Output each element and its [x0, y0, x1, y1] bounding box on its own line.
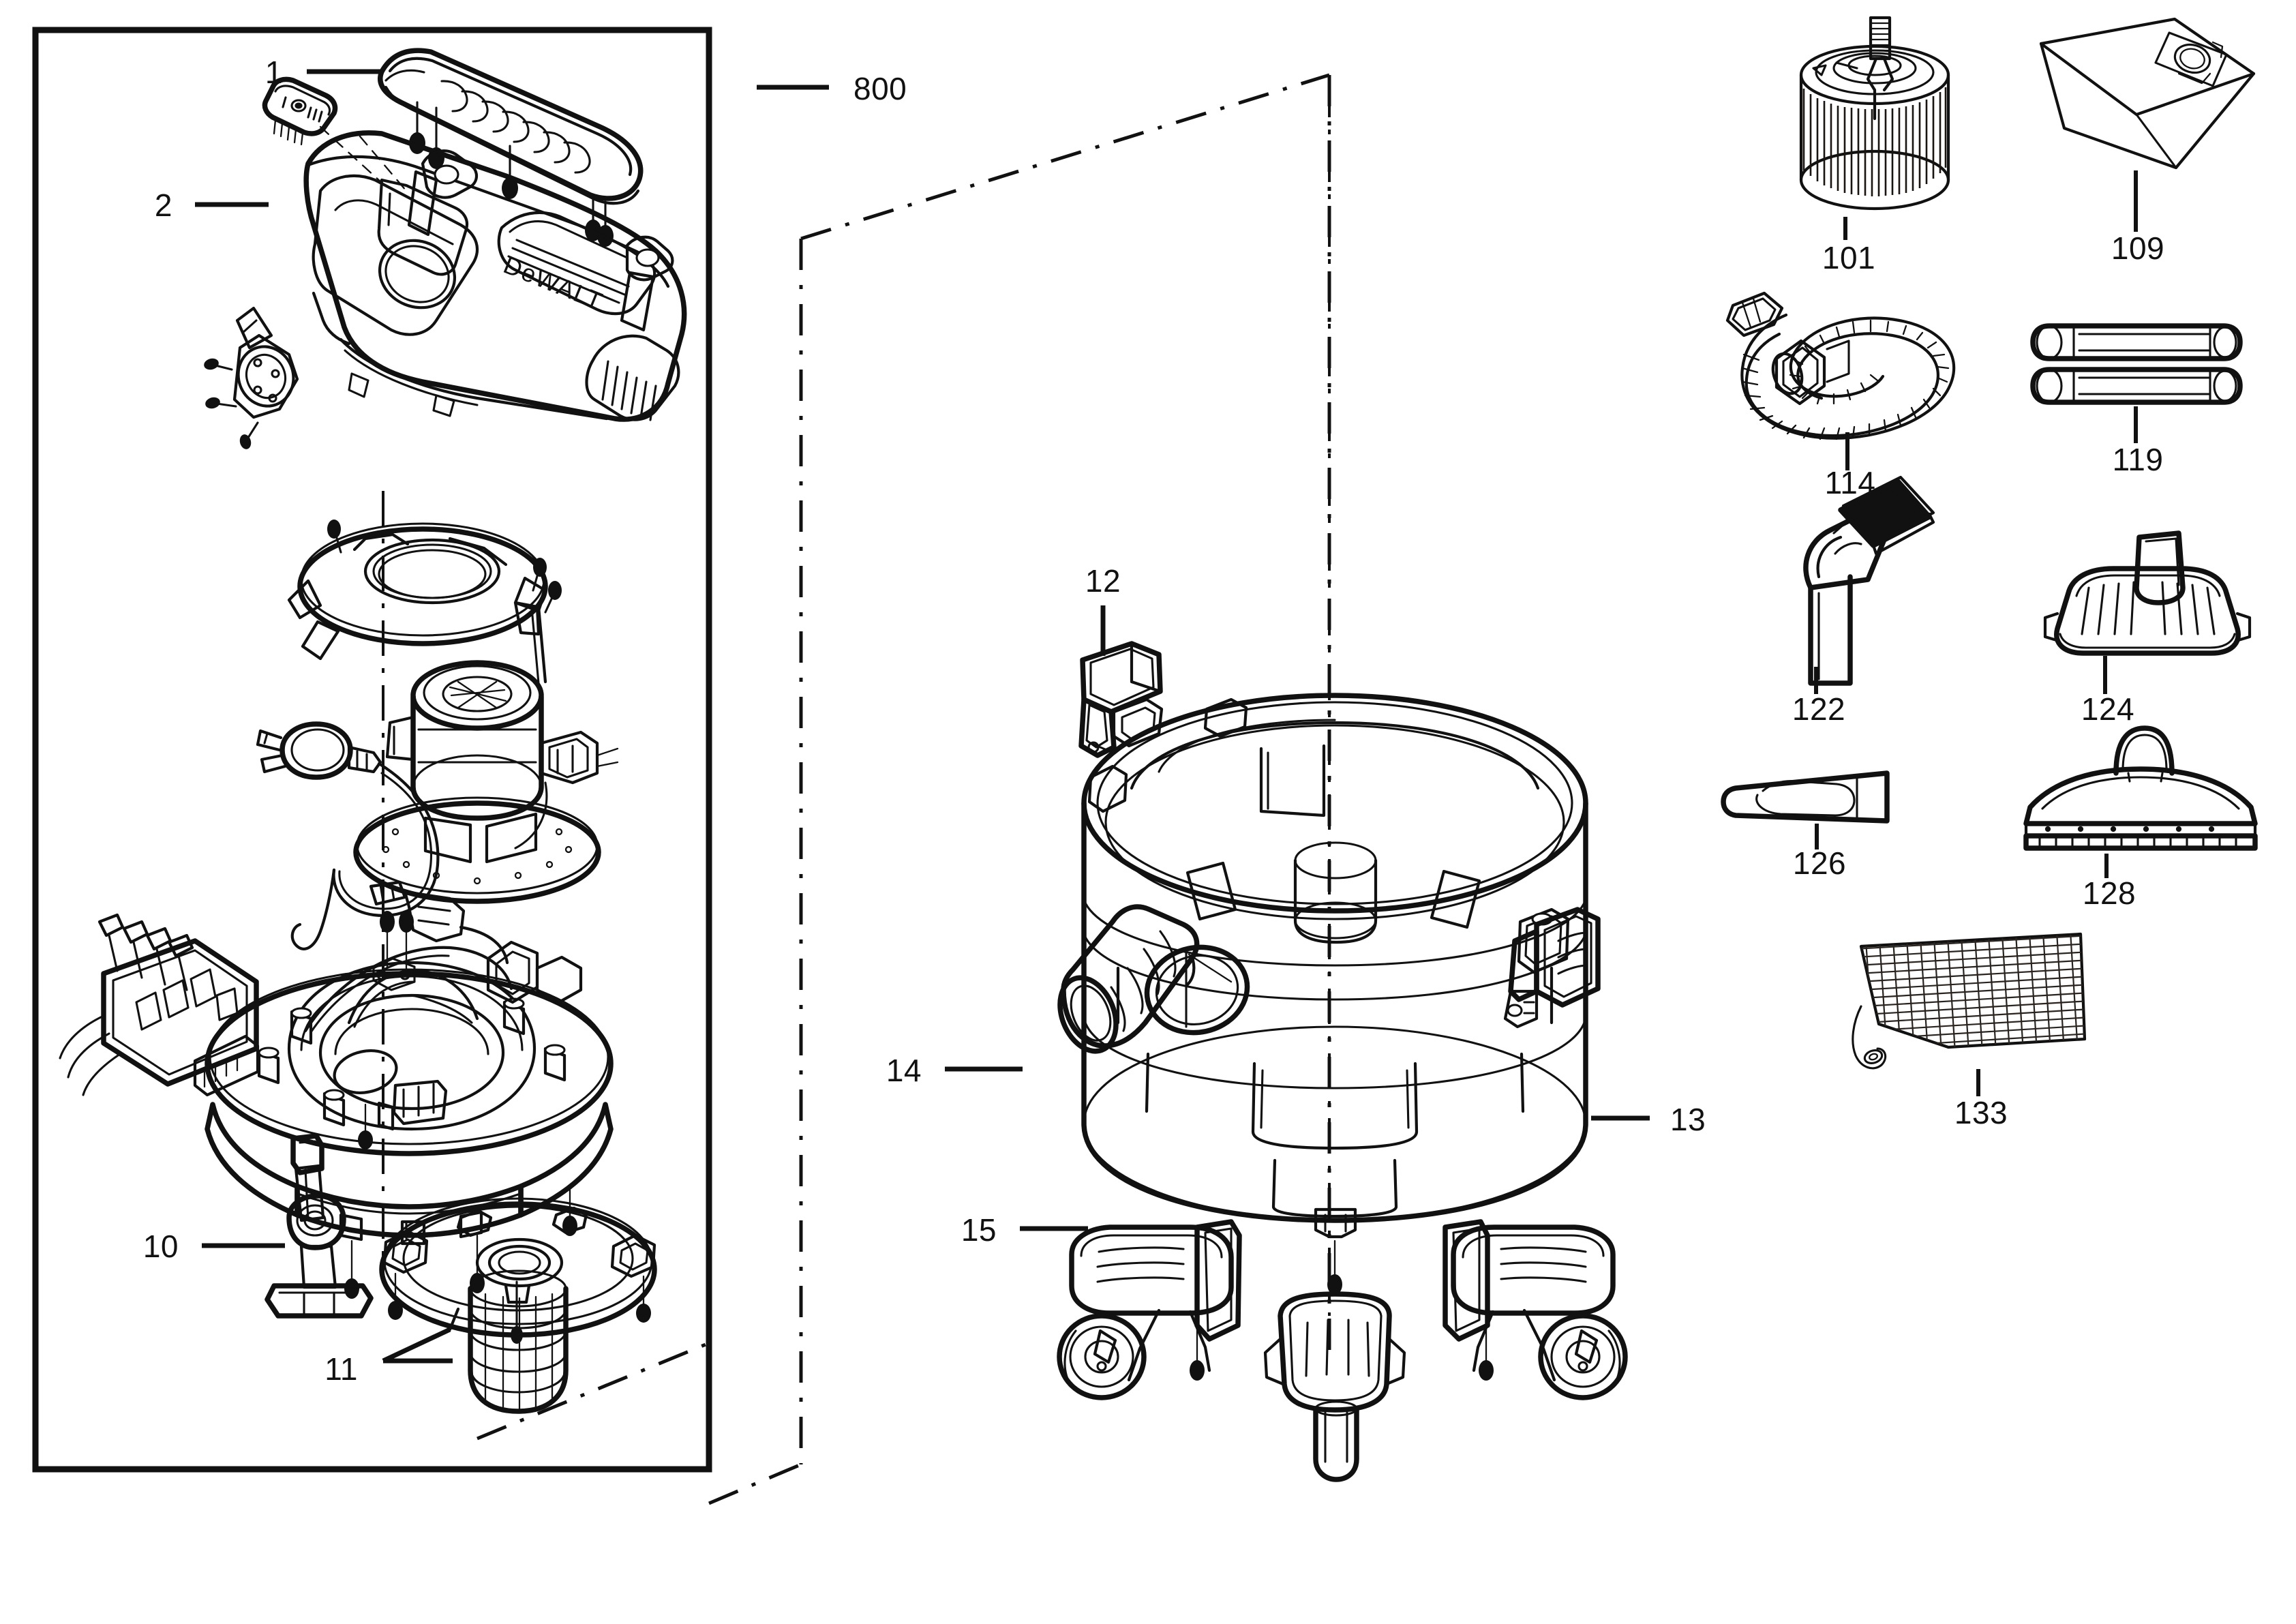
nozzle-teeth	[2038, 834, 2237, 849]
callout-126-number: 126	[1793, 845, 1846, 881]
callout-15: 15	[961, 1212, 1088, 1248]
callout-114: 114	[1825, 432, 1876, 500]
callout-2: 2	[155, 187, 269, 223]
filter-pleats	[1802, 87, 1947, 196]
foot-tread-slots	[1096, 1246, 1185, 1283]
dust-collection-bag	[2039, 17, 2256, 170]
brush-bristles	[1847, 481, 1928, 540]
foot-tread-slots-right	[1500, 1246, 1587, 1283]
callout-101: 101	[1822, 217, 1875, 275]
filter-slats	[484, 1293, 554, 1411]
callout-101-number: 101	[1822, 240, 1875, 275]
handle-grip-ribs	[440, 80, 591, 174]
callout-122-number: 122	[1792, 691, 1845, 727]
callout-11: 11	[324, 1307, 460, 1387]
callout-14: 14	[886, 1053, 1023, 1088]
terminal-posts	[97, 913, 194, 991]
inlet-ribs	[1110, 930, 1177, 1032]
callout-11-number: 11	[324, 1351, 358, 1387]
stem-threads	[1869, 22, 1891, 52]
callout-133: 133	[1954, 1069, 2008, 1130]
caster-foot-front	[1263, 1239, 1406, 1482]
callout-122: 122	[1792, 667, 1845, 727]
callout-114-number: 114	[1825, 465, 1876, 500]
nozzle-ribs-right	[2161, 581, 2216, 635]
callout-124: 124	[2081, 656, 2134, 727]
floor-nozzle	[2023, 725, 2258, 851]
vacuum-hose	[1725, 291, 1956, 440]
callout-13: 13	[1591, 1102, 1706, 1137]
callout-124-number: 124	[2081, 691, 2134, 727]
callout-133-number: 133	[1954, 1095, 2008, 1130]
exhaust-vents	[601, 360, 657, 421]
callout-109: 109	[2111, 170, 2164, 266]
nozzle-tooth-dots	[2044, 826, 2215, 832]
callout-800-number: 800	[854, 71, 907, 106]
latch-grip-ribs	[1557, 931, 1588, 975]
hose-holder-bracket	[265, 1133, 374, 1319]
callout-128: 128	[2083, 854, 2136, 911]
callout-10: 10	[143, 1229, 285, 1264]
callout-10-number: 10	[143, 1229, 179, 1264]
motor-mount-screws	[372, 911, 416, 991]
baseplate-posts	[257, 997, 567, 1127]
callout-119-number: 119	[2113, 442, 2164, 477]
powerhead-assembly-box	[32, 27, 712, 1473]
impeller-vanes	[449, 680, 507, 709]
utility-nozzle	[2043, 530, 2252, 656]
cord-inlet-socket	[204, 306, 299, 449]
callout-14-number: 14	[886, 1053, 922, 1088]
crevice-tool	[1721, 770, 1890, 824]
caster-foot-left	[1057, 1219, 1242, 1400]
hose-corrugations	[1741, 319, 1950, 440]
switch-pins	[273, 119, 304, 146]
callout-800: 800	[757, 71, 907, 106]
callout-128-number: 128	[2083, 875, 2136, 911]
callout-119: 119	[2113, 406, 2164, 477]
motor-assembly	[353, 660, 619, 904]
extension-wands	[2030, 323, 2243, 405]
callout-109-number: 109	[2111, 230, 2164, 266]
callout-1-number: 1	[265, 55, 283, 90]
callout-15-number: 15	[961, 1212, 997, 1248]
switch-placement-guide	[319, 125, 408, 192]
gasket-perforations	[382, 828, 573, 885]
callout-126: 126	[1793, 824, 1846, 881]
callout-13-number: 13	[1670, 1102, 1706, 1137]
tank-inlet-port	[1057, 904, 1233, 1054]
brush-nozzle	[1803, 475, 1935, 686]
tank-latch-left	[1078, 641, 1164, 758]
lid-baseplate	[205, 911, 614, 1299]
switch-face-markings	[282, 96, 323, 123]
tank-latch-right	[1503, 907, 1601, 1029]
housing-vent-slats	[507, 239, 630, 304]
callout-12-number: 12	[1085, 563, 1121, 599]
nozzle-ribs-left	[2081, 581, 2135, 635]
power-switch	[262, 76, 338, 146]
float-cage-and-filter	[379, 1197, 657, 1414]
cartridge-filter	[1799, 16, 1950, 211]
callout-12: 12	[1085, 563, 1121, 656]
socket-terminals	[253, 358, 280, 403]
caster-foot-right	[1442, 1219, 1628, 1400]
callout-1: 1	[265, 55, 382, 90]
fan-shroud-plate	[287, 520, 562, 685]
tank-body	[1081, 693, 1588, 1239]
power-cord-with-plug	[256, 721, 509, 965]
front-foot-tread-slots	[1305, 1319, 1370, 1377]
callout-2-number: 2	[155, 187, 172, 223]
